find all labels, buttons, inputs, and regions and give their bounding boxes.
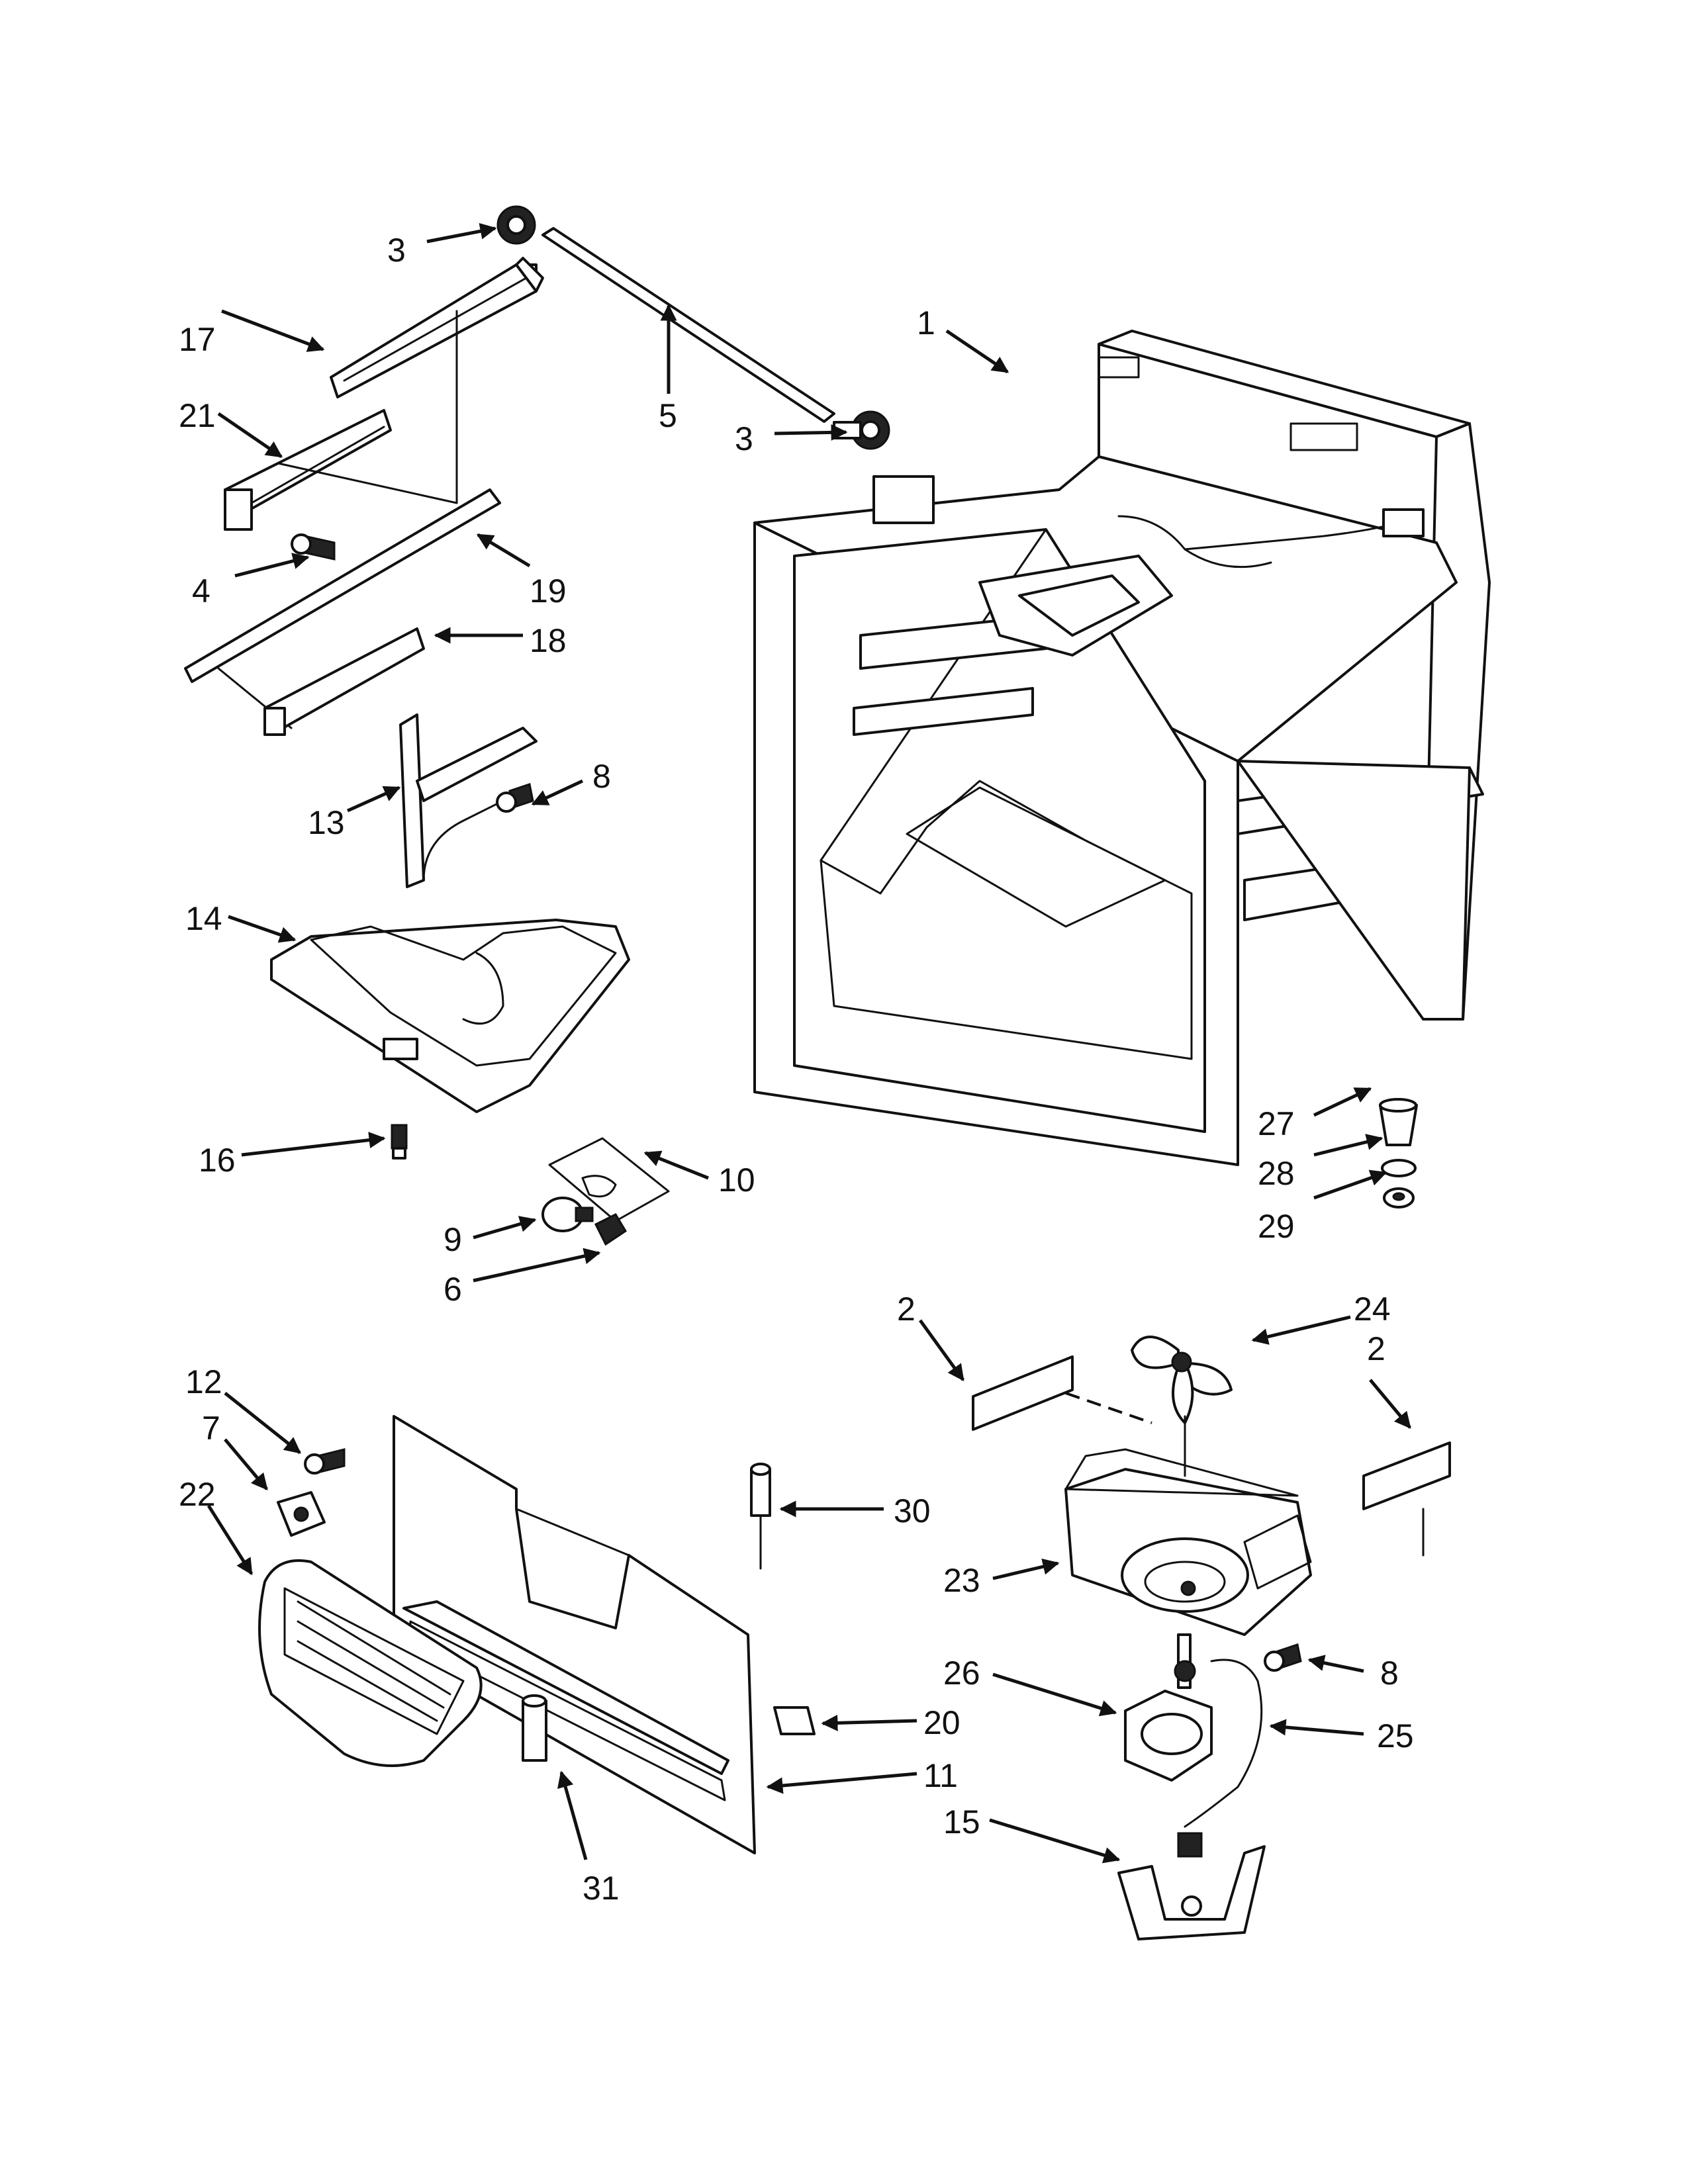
part-15-motor-bracket <box>1117 1832 1266 1940</box>
part-6-socket <box>594 1213 628 1246</box>
callout-31: 31 <box>583 1870 620 1907</box>
callout-8: 8 <box>1380 1655 1399 1692</box>
callout-26: 26 <box>943 1655 980 1692</box>
callout-11: 11 <box>923 1757 958 1794</box>
part-22-grille <box>258 1559 483 1767</box>
callout-17: 17 <box>179 321 216 358</box>
callout-10: 10 <box>718 1161 755 1199</box>
callout-23: 23 <box>943 1562 980 1599</box>
part-13-bracket <box>399 713 538 888</box>
callout-7: 7 <box>202 1410 220 1447</box>
callout-2: 2 <box>897 1291 915 1328</box>
callout-30: 30 <box>894 1492 931 1529</box>
callout-15: 15 <box>943 1803 980 1841</box>
part-21-rail <box>224 409 392 531</box>
callout-4: 4 <box>192 572 211 610</box>
part-26-fan-motor <box>1124 1633 1213 1782</box>
callout-5: 5 <box>659 397 677 434</box>
callout-13: 13 <box>308 804 345 841</box>
part-18-rail <box>263 627 425 736</box>
part-8-screw-lower <box>1264 1643 1302 1672</box>
part-5-shaft <box>541 227 835 423</box>
callout-19: 19 <box>530 572 567 610</box>
part-29-washer <box>1383 1187 1415 1208</box>
callout-1: 1 <box>917 304 935 341</box>
part-14-cover <box>270 919 630 1113</box>
callout-29: 29 <box>1258 1208 1295 1245</box>
part-9-bulb <box>541 1197 594 1232</box>
callout-28: 28 <box>1258 1155 1295 1192</box>
part-16-switch <box>391 1124 408 1160</box>
callout-6: 6 <box>444 1271 462 1308</box>
callout-16: 16 <box>199 1142 236 1179</box>
callout-3: 3 <box>387 232 406 269</box>
guide-block-left <box>1065 1392 1152 1424</box>
callout-8: 8 <box>592 758 611 795</box>
callout-3: 3 <box>735 420 753 457</box>
part-7-bracket <box>277 1491 326 1537</box>
part-30-sensor <box>750 1463 771 1570</box>
part-12-screw <box>304 1448 346 1475</box>
callout-24: 24 <box>1354 1291 1391 1328</box>
part-28-ring <box>1381 1159 1417 1177</box>
part-8-screw-upper <box>496 783 534 813</box>
part-1-freezer-liner <box>753 330 1491 1166</box>
callout-14: 14 <box>185 900 222 937</box>
callout-22: 22 <box>179 1476 216 1513</box>
callout-2: 2 <box>1367 1330 1385 1367</box>
part-2-block-left <box>972 1355 1074 1431</box>
callout-25: 25 <box>1377 1717 1414 1754</box>
callout-21: 21 <box>179 397 216 434</box>
part-10-sheet <box>548 1137 670 1222</box>
leader-lines <box>207 223 1411 1864</box>
callout-18: 18 <box>530 622 567 659</box>
part-31-clip <box>522 1694 547 1762</box>
part-20-seal <box>773 1706 816 1735</box>
part-23-fan-shroud <box>1064 1448 1312 1636</box>
part-3-gear-top <box>496 205 536 245</box>
part-19-long-rail <box>184 310 501 729</box>
callout-12: 12 <box>185 1363 222 1400</box>
callout-20: 20 <box>923 1704 961 1741</box>
part-2-block-right <box>1362 1441 1451 1510</box>
callout-27: 27 <box>1258 1105 1295 1142</box>
part-25-wire <box>1184 1659 1263 1828</box>
part-24-fan-blade <box>1131 1336 1233 1424</box>
part-27-foot <box>1379 1098 1418 1146</box>
callout-9: 9 <box>444 1221 462 1258</box>
part-3-gear-bottom <box>833 410 890 450</box>
part-17-slide-top <box>330 257 544 398</box>
part-4-screw <box>291 533 336 561</box>
part-11-panel <box>393 1415 756 1854</box>
